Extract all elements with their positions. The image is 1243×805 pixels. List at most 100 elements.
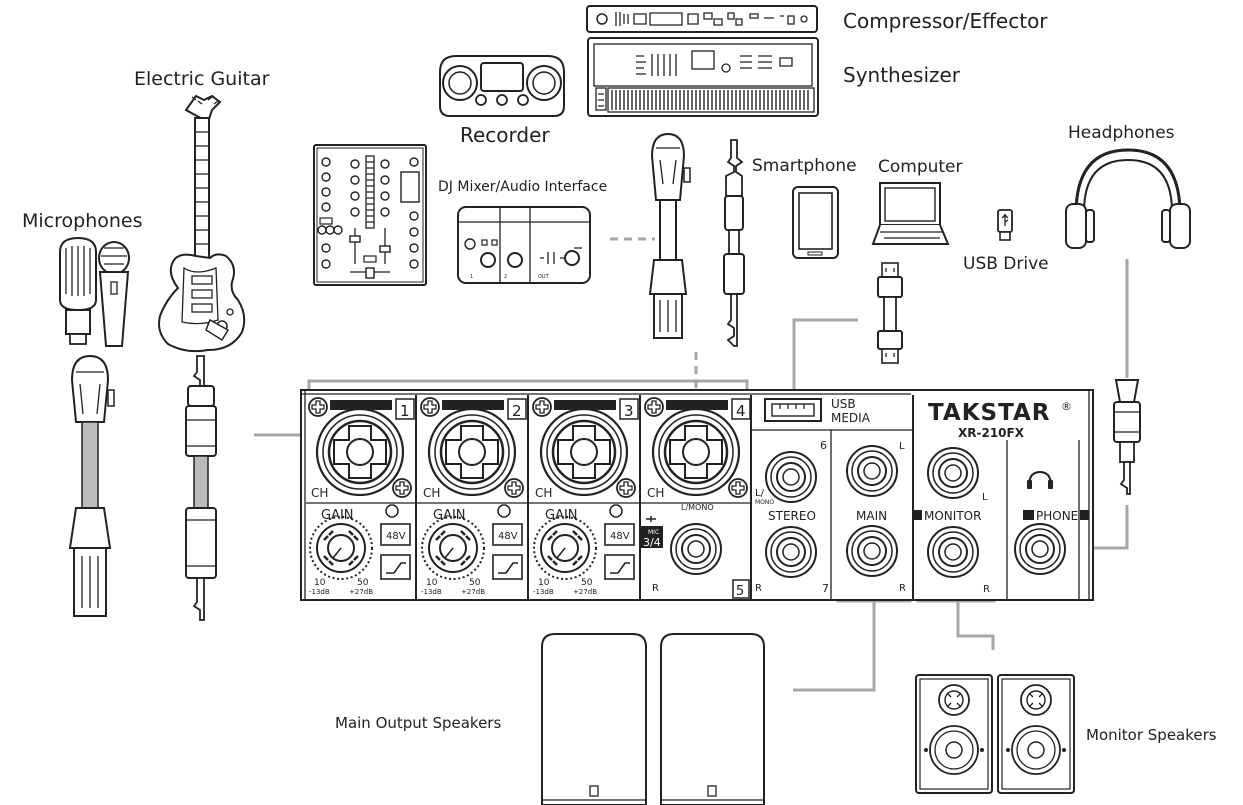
- compressor-label: Compressor/Effector: [843, 9, 1048, 33]
- channel-3-number: 3: [624, 402, 634, 420]
- phone-jack[interactable]: [1014, 523, 1066, 575]
- usb-cable: [877, 262, 903, 364]
- channel-2-ch-label: CH: [423, 486, 440, 500]
- synthesizer-label: Synthesizer: [843, 63, 961, 87]
- channel-2: 2 CH GAIN 48V 10 50 -13dB +27dB: [420, 397, 527, 596]
- monitor-r-label: R: [983, 584, 990, 595]
- mic-switch-label-2: 3/4: [643, 536, 661, 549]
- channel-4-number: 4: [736, 402, 746, 420]
- electric-guitar: [158, 94, 246, 353]
- mic-switch-label-1: MIC: [648, 529, 659, 536]
- channel-2-number: 2: [512, 402, 522, 420]
- stereo-bottom-number: 7: [822, 582, 829, 595]
- xlr-cable-left: [68, 354, 115, 617]
- gain-min-db-3: -13dB: [533, 588, 554, 596]
- monitor-speakers-label: Monitor Speakers: [1086, 726, 1217, 744]
- recorder-device: [439, 55, 565, 117]
- microphones-label: Microphones: [22, 210, 143, 232]
- phantom-48v-button-3[interactable]: [604, 523, 635, 546]
- stereo-top-number: 6: [820, 439, 827, 452]
- headphones-icon: [1027, 470, 1053, 489]
- trs-cable-middle: [723, 139, 745, 347]
- brand-logo: TAKSTAR: [928, 400, 1051, 426]
- main-output-section: L MAIN R: [846, 441, 906, 594]
- phantom-48v-button-1[interactable]: [380, 523, 411, 546]
- svg-text:OUT: OUT: [538, 274, 550, 280]
- stereo-l-label: L/: [755, 488, 765, 499]
- stereo-label: STEREO: [768, 509, 816, 523]
- stereo-l-jack[interactable]: [765, 451, 817, 503]
- stereo-mono-label: MONO: [755, 499, 774, 506]
- low-cut-button-3[interactable]: [604, 554, 635, 580]
- gain-min-db-2: -13dB: [421, 588, 442, 596]
- condenser-microphone: [59, 236, 97, 345]
- gain-max-db-3: +27dB: [573, 588, 597, 596]
- computer-label: Computer: [878, 157, 963, 177]
- gain-max-db-1: +27dB: [349, 588, 373, 596]
- audio-interface-device: 1 2 OUT: [457, 206, 591, 284]
- usb-label-1: USB: [831, 397, 856, 411]
- gain-min-db-1: -13dB: [309, 588, 330, 596]
- svg-text:1: 1: [470, 274, 473, 280]
- phantom-48v-label-1: 48V: [386, 531, 406, 542]
- usb-drive-label: USB Drive: [963, 254, 1049, 274]
- low-cut-button-1[interactable]: [380, 554, 411, 580]
- dj-mixer-label: DJ Mixer/Audio Interface: [438, 179, 607, 195]
- xlr-cable-middle: [648, 132, 691, 339]
- gain-max-3: 50: [581, 578, 593, 588]
- compressor-device: [586, 5, 818, 33]
- main-speaker-right: [660, 633, 765, 805]
- channel-3-ch-label: CH: [535, 486, 552, 500]
- dj-mixer-device: [313, 144, 427, 286]
- monitor-label: MONITOR: [924, 509, 981, 523]
- brand-registered: ®: [1061, 400, 1072, 413]
- monitor-r-jack[interactable]: [927, 526, 979, 578]
- phantom-48v-label-2: 48V: [498, 531, 518, 542]
- channel-4-ch-label: CH: [647, 486, 664, 500]
- gain-max-2: 50: [469, 578, 481, 588]
- electric-guitar-label: Electric Guitar: [134, 68, 270, 90]
- channel-4-5: 4 CH L/MONO MIC 3/4 R 5: [641, 397, 751, 599]
- stereo-r-jack[interactable]: [765, 526, 817, 578]
- phantom-48v-button-2[interactable]: [492, 523, 523, 546]
- computer-device: [871, 182, 950, 245]
- brand-monitor-phone-section: TAKSTAR ® XR-210FX L MONITOR PHONE R: [913, 400, 1089, 595]
- monitor-speaker-right: [997, 674, 1075, 794]
- xlr-combo-jack-1[interactable]: [315, 407, 405, 497]
- xlr-combo-jack-3[interactable]: [539, 407, 629, 497]
- phantom-48v-label-3: 48V: [610, 531, 630, 542]
- headphones-device: [1065, 148, 1191, 249]
- channel-1-number: 1: [400, 402, 410, 420]
- channel-1-ch-label: CH: [311, 486, 328, 500]
- main-label: MAIN: [856, 509, 887, 523]
- main-r-jack[interactable]: [846, 525, 898, 577]
- usb-media-port[interactable]: [764, 398, 822, 422]
- xlr-combo-jack-4[interactable]: [651, 407, 741, 497]
- low-cut-button-2[interactable]: [492, 554, 523, 580]
- channel-5-jack[interactable]: [670, 523, 722, 575]
- ch5-r-label: R: [652, 583, 659, 594]
- usb-drive-device: [997, 209, 1013, 241]
- main-speakers-label: Main Output Speakers: [335, 714, 501, 732]
- smartphone-device: [792, 186, 839, 259]
- ch5-number: 5: [736, 584, 744, 599]
- smartphone-label: Smartphone: [752, 156, 857, 176]
- svg-text:2: 2: [504, 274, 507, 280]
- xlr-combo-jack-2[interactable]: [427, 407, 517, 497]
- synthesizer-device: [587, 37, 819, 117]
- main-l-jack[interactable]: [846, 445, 898, 497]
- recorder-label: Recorder: [460, 123, 550, 147]
- monitor-l-jack[interactable]: [927, 447, 979, 499]
- headphone-plug: [1113, 379, 1141, 495]
- gain-max-db-2: +27dB: [461, 588, 485, 596]
- gain-max-1: 50: [357, 578, 369, 588]
- stereo-r-label: R: [755, 583, 762, 594]
- main-l-label: L: [899, 441, 905, 452]
- headphones-label: Headphones: [1068, 123, 1175, 143]
- monitor-speaker-left: [915, 674, 993, 794]
- mic-3-4-switch[interactable]: [641, 526, 663, 548]
- ts-cable-left: [185, 355, 217, 621]
- usb-stereo-section: USB MEDIA 6 L/ MONO STEREO R 7: [755, 397, 871, 595]
- gain-min-3: 10: [538, 578, 550, 588]
